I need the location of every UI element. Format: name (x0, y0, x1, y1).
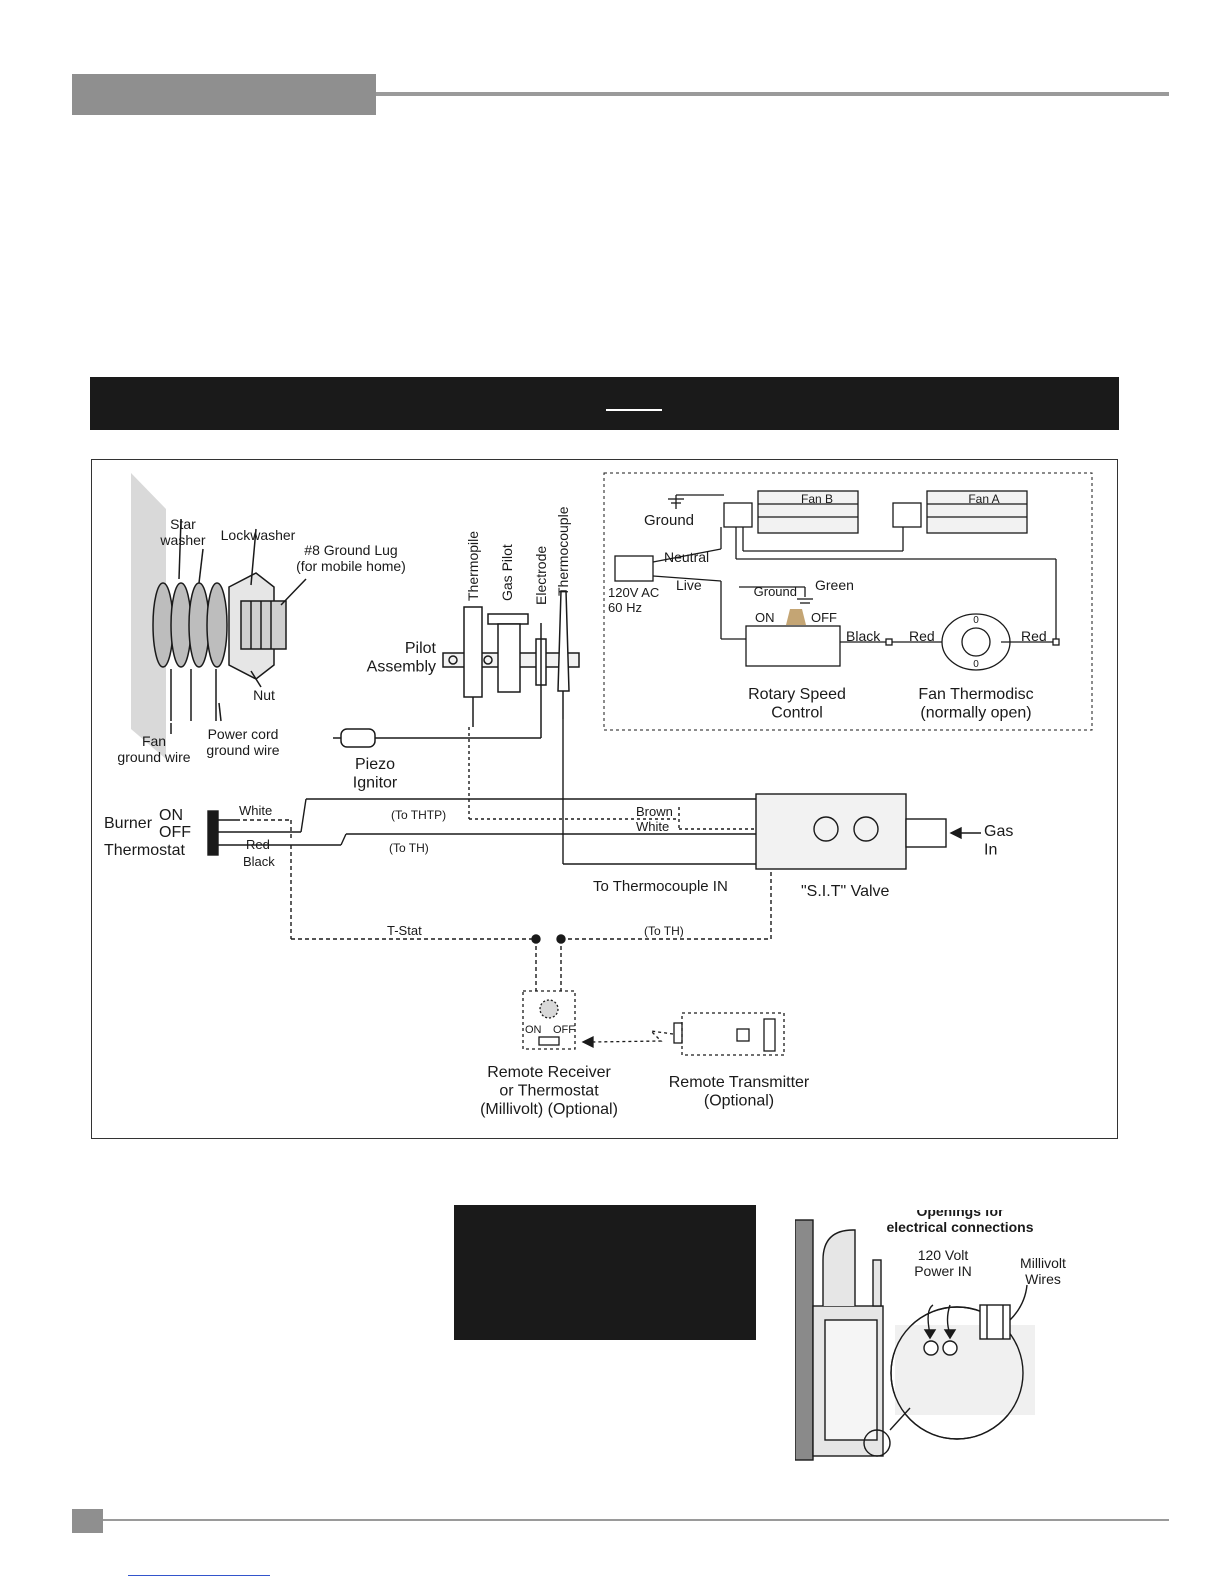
thermodisc-zero-top: 0 (973, 615, 979, 626)
burner-label: Burner (104, 815, 153, 832)
fan-b-label: Fan B (801, 492, 833, 506)
electrode-label: Electrode (533, 546, 549, 605)
rotary-on-label: ON (755, 610, 775, 625)
nut-label: Nut (253, 687, 275, 703)
red-wire-label: Red (246, 837, 270, 852)
tstat-label: T-Stat (387, 923, 422, 938)
red-label-1: Red (909, 628, 935, 644)
fan-a-label: Fan A (968, 492, 999, 506)
thermopile-label: Thermopile (465, 531, 481, 601)
sit-valve-label: "S.I.T" Valve (801, 883, 890, 900)
black-wire-label: Black (243, 854, 275, 869)
burner-wiring (207, 719, 981, 991)
black-label: Black (846, 628, 881, 644)
thermostat-label: Thermostat (104, 842, 185, 859)
ground-lug-assembly (131, 473, 307, 759)
thermocouple-label: Thermocouple (555, 506, 571, 596)
thermodisc-zero-bottom: 0 (973, 659, 979, 670)
to-th-label: (To TH) (389, 841, 429, 855)
brown-wire-label: Brown (636, 804, 673, 819)
fireplace-side-view (795, 1219, 1035, 1461)
section-header-tab (72, 74, 376, 115)
pilot-assembly (333, 590, 580, 748)
neutral-label: Neutral (664, 549, 709, 565)
rotary-off-label: OFF (811, 610, 837, 625)
ground-mid-label: Ground (754, 584, 797, 599)
footer-link-underline[interactable] (128, 1575, 270, 1576)
red-label-2: Red (1021, 628, 1047, 644)
ground-lug-label: #8 Ground Lug(for mobile home) (296, 542, 406, 574)
footer-page-tab (72, 1509, 103, 1533)
header-rule (376, 92, 1169, 96)
footer-rule (103, 1519, 1169, 1521)
remote-devices (522, 990, 785, 1056)
white-wire-label-2: White (636, 819, 669, 834)
remote-to-th-label: (To TH) (644, 924, 684, 938)
ground-top-label: Ground (644, 512, 694, 529)
banner-underline (606, 409, 662, 411)
green-label: Green (815, 577, 854, 593)
thermodisc-label: Fan Thermodisc(normally open) (918, 686, 1033, 721)
fan-circuit (614, 490, 1060, 671)
wiring-diagram-frame (91, 459, 1118, 1139)
gas-pilot-label: Gas Pilot (499, 544, 515, 601)
receiver-on-label: ON (525, 1024, 542, 1036)
to-thermocouple-label: To Thermocouple IN (593, 878, 728, 895)
receiver-off-label: OFF (553, 1024, 575, 1036)
switch-on-label: ON (159, 807, 183, 824)
figure-title-banner (90, 377, 1119, 430)
lockwasher-label: Lockwasher (221, 527, 296, 543)
note-box (454, 1205, 756, 1340)
live-label: Live (676, 577, 702, 593)
to-thtp-label: (To THTP) (391, 808, 446, 822)
transmitter-label: Remote Transmitter(Optional) (669, 1074, 810, 1109)
switch-off-label: OFF (159, 824, 191, 841)
white-wire-label: White (239, 803, 272, 818)
